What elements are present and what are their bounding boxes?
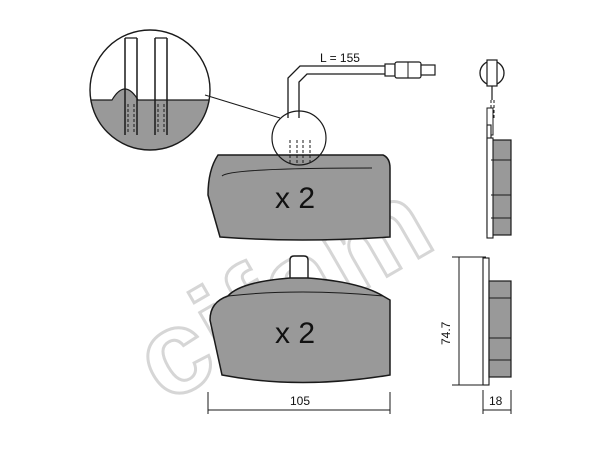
pad-thickness-label: 18: [489, 394, 503, 408]
lower-pad-quantity: x 2: [275, 317, 315, 350]
upper-brake-pad: [207, 140, 391, 241]
upper-pad-quantity: x 2: [275, 182, 315, 215]
upper-side-view: [486, 107, 512, 239]
wire-length-label: L = 155: [320, 51, 360, 65]
thickness-dimension: [482, 390, 512, 414]
height-dimension: [452, 256, 486, 386]
lower-brake-pad: [209, 255, 391, 384]
sensor-detail-circle: [271, 110, 327, 166]
width-dimension: [207, 392, 391, 414]
detail-leader-line: [204, 94, 281, 119]
detail-magnifier: [89, 29, 211, 151]
lower-side-view: [482, 257, 512, 386]
connector-end-view: [479, 59, 505, 120]
pad-width-label: 105: [290, 394, 310, 408]
wear-sensor-wire: [287, 61, 436, 118]
pad-height-label: 74.7: [439, 321, 453, 345]
